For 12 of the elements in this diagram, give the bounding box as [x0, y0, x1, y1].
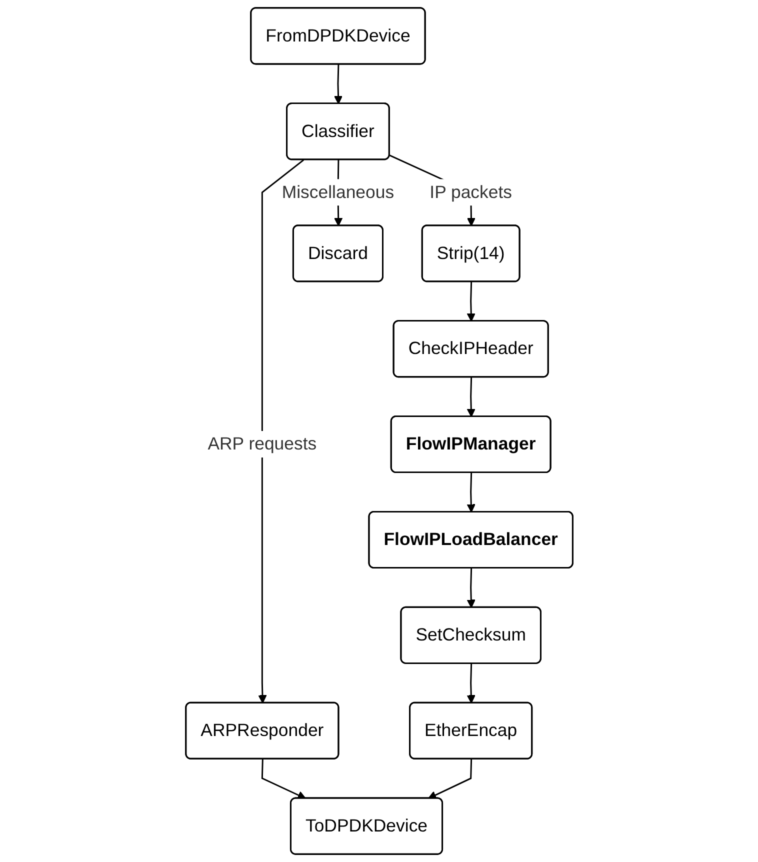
- arrow: [466, 377, 476, 418]
- arrow: [258, 159, 304, 704]
- arrow: [428, 759, 472, 800]
- arrow: [466, 282, 476, 322]
- arrow: [466, 568, 476, 608]
- arrow: [334, 64, 342, 104]
- edge-label: ARP requests: [207, 434, 316, 454]
- arrow: [466, 472, 476, 513]
- arrow: [466, 664, 476, 704]
- arrow: [261, 759, 306, 800]
- edge-label: IP packets: [429, 182, 512, 202]
- edge-label: Miscellaneous: [282, 182, 394, 202]
